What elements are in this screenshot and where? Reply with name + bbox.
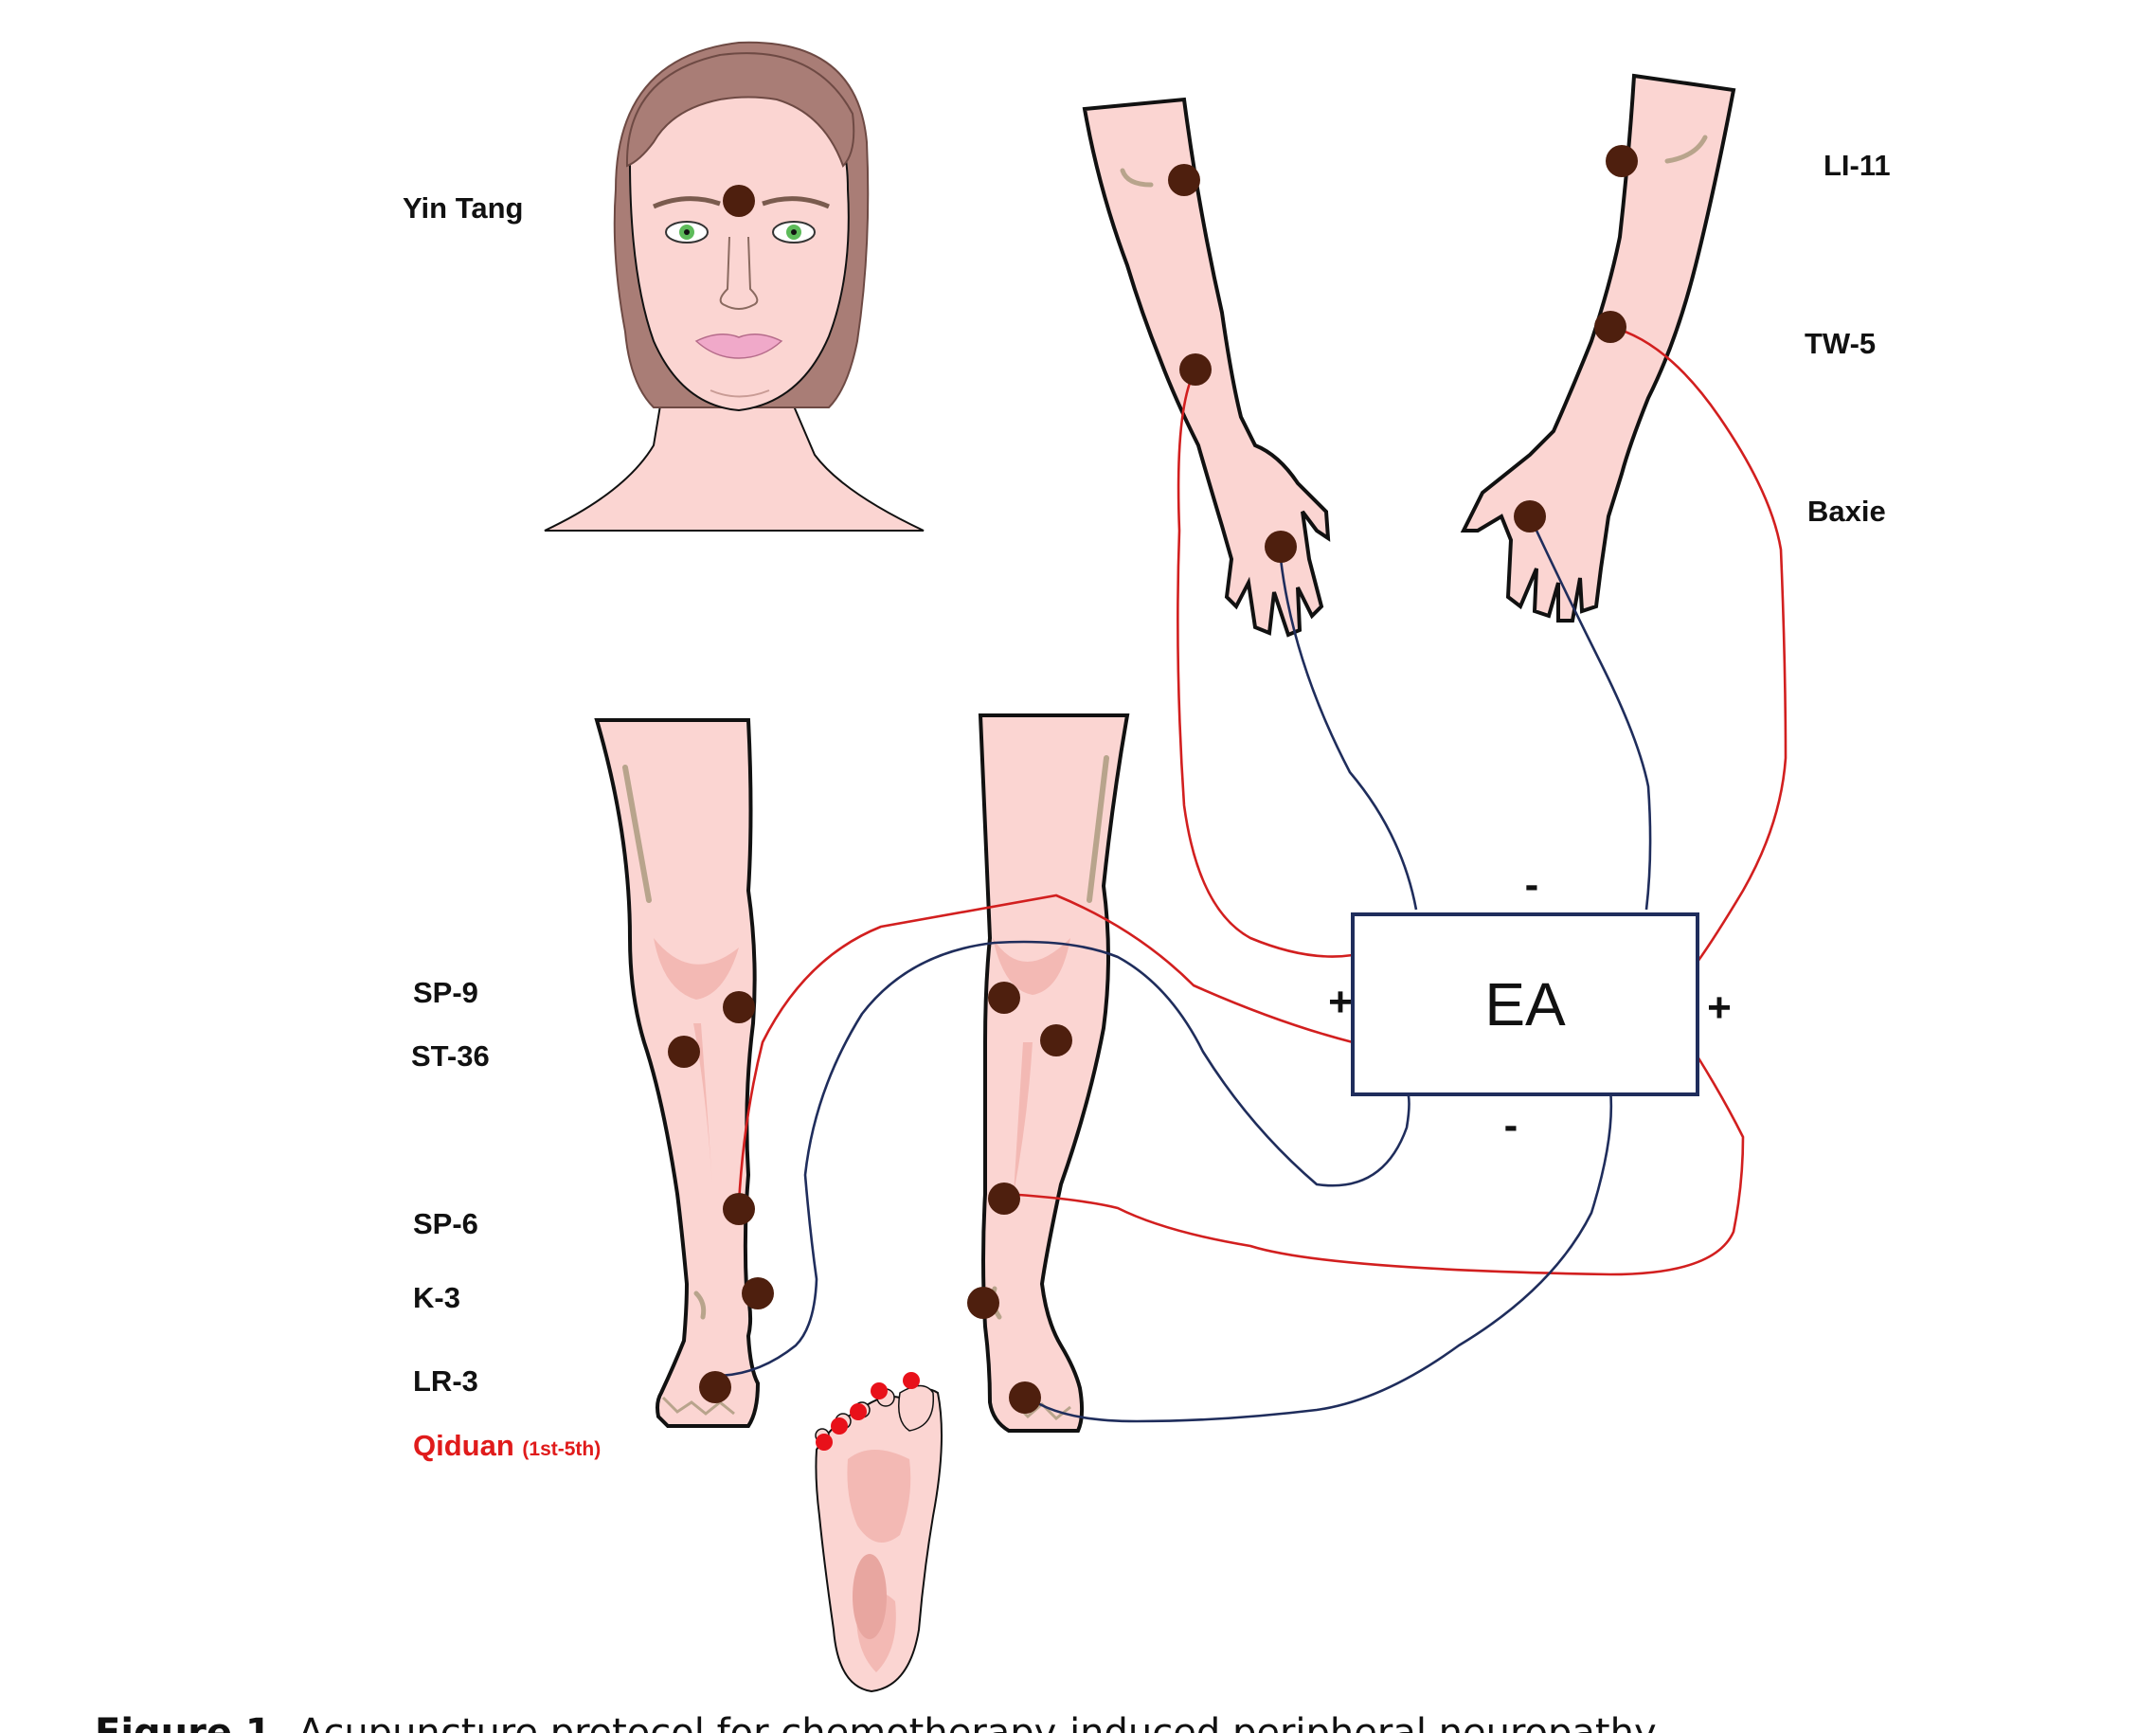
figure-caption: Figure 1. Acupuncture protocol for chemo… [95, 1711, 2084, 1733]
acupoint-tw-5-right [1594, 311, 1626, 343]
point-labels: Yin Tang LI-11 TW-5 Baxie SP-9 ST-36 SP-… [403, 149, 1891, 1462]
ea-plus-left: + [1328, 979, 1353, 1025]
wire-blue [1020, 1089, 1613, 1423]
qiduan-point [831, 1417, 848, 1435]
acupoint-lr-3-left [699, 1371, 731, 1403]
foot-sole-icon [815, 1384, 943, 1693]
label-yin-tang: Yin Tang [403, 191, 523, 225]
acupoint-baxie-right [1514, 500, 1546, 533]
label-lr-3: LR-3 [413, 1364, 478, 1398]
qiduan-point [871, 1382, 888, 1399]
label-k-3: K-3 [413, 1281, 460, 1314]
qiduan-point [816, 1434, 833, 1451]
label-tw-5: TW-5 [1805, 327, 1876, 360]
acupoint-baxie-left [1265, 531, 1297, 563]
acupoint-st-36-left [668, 1036, 700, 1068]
label-sp-9: SP-9 [413, 976, 478, 1009]
leg-icon [594, 713, 1130, 1433]
qiduan-point [903, 1372, 920, 1389]
acupoint-k-3-right [967, 1287, 999, 1319]
acupoint-li-11-left [1168, 164, 1200, 196]
label-li-11: LI-11 [1824, 149, 1891, 182]
ea-plus-right: + [1707, 984, 1732, 1031]
wire-blue [1528, 515, 1652, 911]
label-baxie: Baxie [1807, 495, 1886, 528]
acupoint-k-3-left [742, 1277, 774, 1309]
wire-red [1609, 325, 1788, 963]
ea-stimulator-box: EA - - + + [1328, 861, 1732, 1148]
acupoint-lr-3-right [1009, 1381, 1041, 1414]
wire-red [1177, 369, 1354, 958]
label-sp-6: SP-6 [413, 1207, 478, 1240]
acupoint-sp-9-right [988, 982, 1020, 1014]
head-icon [544, 41, 925, 532]
acupoint-sp-9-left [723, 991, 755, 1023]
acupoint-yin-tang [723, 185, 755, 217]
wire-blue [1279, 558, 1418, 911]
wire-blue [714, 940, 1410, 1378]
wire-red [1003, 1056, 1745, 1276]
ea-minus-bottom: - [1504, 1102, 1518, 1148]
caption-figure-number: Figure 1. [95, 1711, 286, 1733]
ea-label: EA [1484, 970, 1566, 1038]
wire-red [737, 894, 1354, 1204]
caption-text: Acupuncture protocol for chemotherapy-in… [297, 1711, 1663, 1733]
label-st-36: ST-36 [411, 1039, 490, 1073]
acupoint-tw-5-left [1179, 353, 1212, 386]
acupoint-li-11-right [1606, 145, 1638, 177]
electrode-wires [714, 325, 1788, 1423]
qiduan-point [850, 1403, 867, 1420]
acupoint-st-36-right [1040, 1024, 1072, 1056]
label-qiduan: Qiduan (1st-5th) [413, 1429, 601, 1462]
acupoints [668, 145, 1638, 1451]
ea-minus-top: - [1525, 861, 1539, 908]
acupoint-sp-6-right [988, 1182, 1020, 1215]
acupoint-sp-6-left [723, 1193, 755, 1225]
